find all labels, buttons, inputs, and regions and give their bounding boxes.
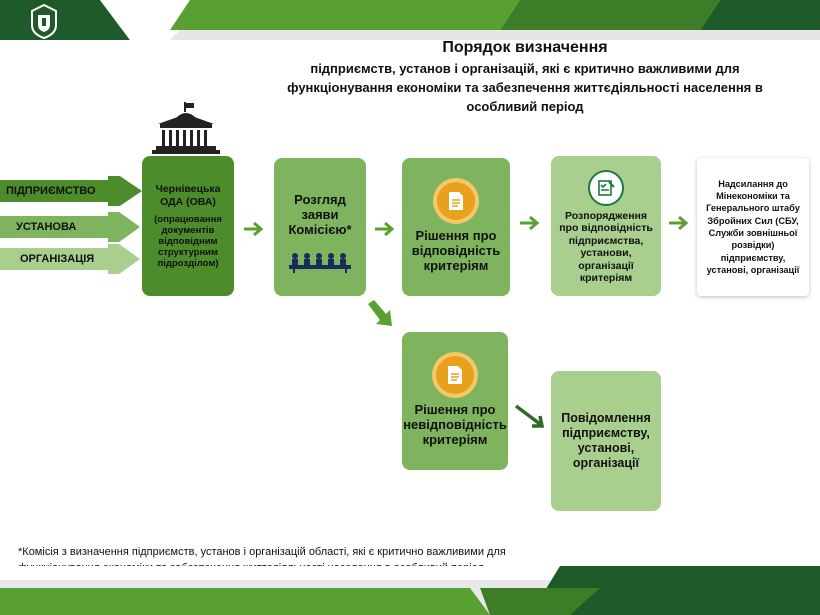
entity-arrow-enterprise: ПІДПРИЄМСТВО (0, 176, 142, 206)
title-line-4: особливий період (466, 99, 584, 114)
step-sending: Надсилання до Мінекономіки та Генерально… (697, 158, 809, 296)
order-text: Розпорядження про відповідність підприєм… (559, 209, 653, 285)
review-text: Розгляд заяви Комісією* (288, 192, 352, 237)
decision-yes-text: Рішення про відповідність критеріям (411, 227, 501, 273)
arrow-right-icon (520, 215, 540, 231)
document-icon (436, 355, 474, 394)
government-building-icon (150, 100, 222, 156)
footnote-line-1: *Комісія з визначення підприємств, устан… (18, 546, 506, 558)
title-line-2: підприємств, установ і організацій, які … (310, 61, 740, 76)
diagram-title: Порядок визначення підприємств, установ … (240, 38, 810, 115)
checklist-icon (588, 169, 624, 206)
oda-title: Чернівецька ОДА (ОВА) (155, 183, 221, 208)
step-order: Розпорядження про відповідність підприєм… (551, 156, 661, 296)
step-notification: Повідомлення підприємству, установі, орг… (551, 371, 661, 511)
arrow-right-icon (375, 221, 395, 237)
top-banner (0, 0, 820, 40)
entity-label-organization: ОРГАНІЗАЦІЯ (20, 253, 95, 265)
bottom-banner (0, 566, 820, 615)
coat-of-arms-icon (22, 2, 66, 40)
entity-label-enterprise: ПІДПРИЄМСТВО (6, 185, 96, 197)
arrow-right-icon (244, 221, 264, 237)
meeting-people-icon (285, 251, 355, 278)
entity-arrow-organization: ОРГАНІЗАЦІЯ (0, 244, 140, 274)
decision-no-text: Рішення про невідповідність критеріям (403, 401, 507, 447)
arrow-right-icon (669, 215, 689, 231)
arrow-down-right-icon (368, 300, 392, 326)
title-line-3: функціонування економіки та забезпечення… (287, 80, 763, 95)
document-icon (437, 181, 475, 220)
entity-arrow-institution: УСТАНОВА (0, 212, 140, 242)
arrow-right-icon (514, 404, 545, 428)
step-decision-compliance: Рішення про відповідність критеріям (402, 158, 510, 296)
step-oda: Чернівецька ОДА (ОВА) (опрацювання докум… (142, 156, 234, 296)
title-main: Порядок визначення (442, 39, 608, 56)
oda-subtitle: (опрацювання документів відповідним стру… (154, 214, 222, 269)
step-decision-noncompliance: Рішення про невідповідність критеріям (402, 332, 508, 470)
step-commission-review: Розгляд заяви Комісією* (274, 158, 366, 296)
notify-text: Повідомлення підприємству, установі, орг… (561, 411, 651, 470)
sending-text: Надсилання до Мінекономіки та Генерально… (706, 178, 800, 275)
entity-label-institution: УСТАНОВА (16, 221, 77, 233)
